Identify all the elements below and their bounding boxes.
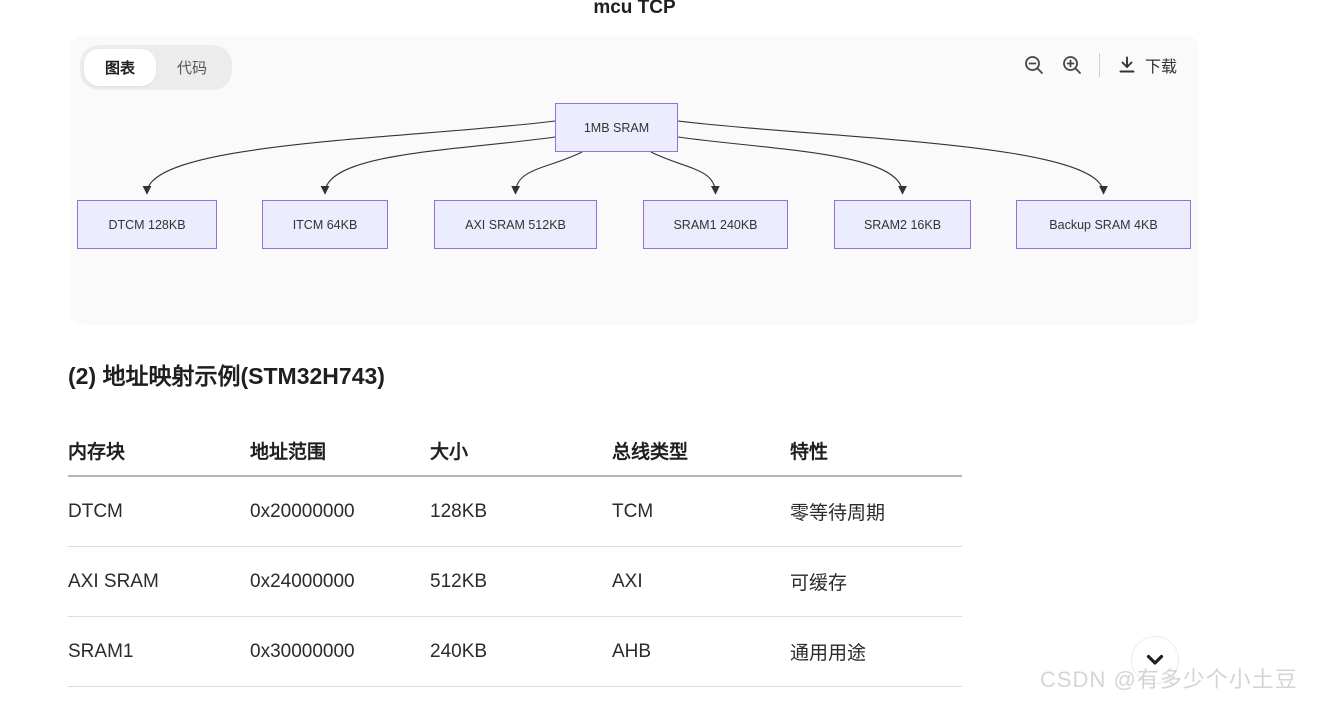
zoom-in-icon[interactable] (1061, 54, 1083, 76)
table-row: DTCM 0x20000000 128KB TCM 零等待周期 (68, 477, 962, 547)
col-header-memory-block: 内存块 (68, 441, 126, 463)
download-icon (1116, 54, 1138, 76)
table-row: AXI SRAM 0x24000000 512KB AXI 可缓存 (68, 547, 962, 617)
cell-feature: 可缓存 (790, 573, 848, 594)
cell-feature: 通用用途 (790, 643, 867, 664)
zoom-out-icon[interactable] (1023, 54, 1045, 76)
table-row: SRAM1 0x30000000 240KB AHB 通用用途 (68, 617, 962, 687)
view-tabbar: 图表 代码 (80, 45, 233, 90)
flowchart-node-root: 1MB SRAM (555, 103, 678, 152)
memory-flowchart: 1MB SRAM DTCM 128KB ITCM 64KB AXI SRAM 5… (70, 36, 1199, 325)
cell-bus-type: AXI (612, 570, 643, 592)
flowchart-node-sram1: SRAM1 240KB (643, 200, 788, 249)
tab-chart[interactable]: 图表 (84, 49, 157, 86)
flowchart-node-dtcm: DTCM 128KB (77, 200, 217, 249)
chevron-down-icon (1142, 647, 1168, 673)
download-button[interactable]: 下载 (1116, 53, 1177, 77)
col-header-bus-type: 总线类型 (612, 441, 689, 463)
tab-code[interactable]: 代码 (177, 60, 208, 77)
expand-button[interactable] (1131, 636, 1179, 684)
csdn-watermark: CSDN @有多少个小土豆 (1040, 667, 1298, 692)
cell-feature: 零等待周期 (790, 503, 886, 524)
cell-address-range: 0x20000000 (250, 500, 355, 522)
toolbar-divider (1098, 53, 1100, 77)
cell-bus-type: AHB (612, 640, 652, 662)
table-header-row: 内存块 地址范围 大小 总线类型 特性 (68, 425, 962, 477)
cell-address-range: 0x30000000 (250, 640, 355, 662)
flowchart-node-axi-sram: AXI SRAM 512KB (434, 200, 597, 249)
cell-memory-block: DTCM (68, 500, 123, 522)
col-header-address-range: 地址范围 (250, 441, 327, 463)
section-heading: (2) 地址映射示例(STM32H743) (68, 363, 385, 389)
cell-memory-block: AXI SRAM (68, 570, 159, 592)
cell-size: 240KB (430, 640, 488, 662)
cell-bus-type: TCM (612, 500, 654, 522)
cell-address-range: 0x24000000 (250, 570, 355, 592)
flowchart-node-sram2: SRAM2 16KB (834, 200, 971, 249)
flowchart-node-itcm: ITCM 64KB (262, 200, 388, 249)
col-header-feature: 特性 (790, 441, 829, 463)
memory-map-table: 内存块 地址范围 大小 总线类型 特性 DTCM 0x20000000 128K… (68, 425, 962, 687)
diagram-panel: 图表 代码 下载 (70, 36, 1199, 325)
flowchart-edges (142, 120, 1108, 195)
diagram-toolbar: 下载 (1023, 53, 1177, 77)
flowchart-node-backup-sram: Backup SRAM 4KB (1016, 200, 1191, 249)
col-header-size: 大小 (430, 441, 469, 463)
page-title: mcu TCP (593, 0, 676, 18)
download-label: 下载 (1144, 59, 1177, 76)
cell-size: 128KB (430, 500, 488, 522)
cell-memory-block: SRAM1 (68, 640, 134, 662)
cell-size: 512KB (430, 570, 488, 592)
